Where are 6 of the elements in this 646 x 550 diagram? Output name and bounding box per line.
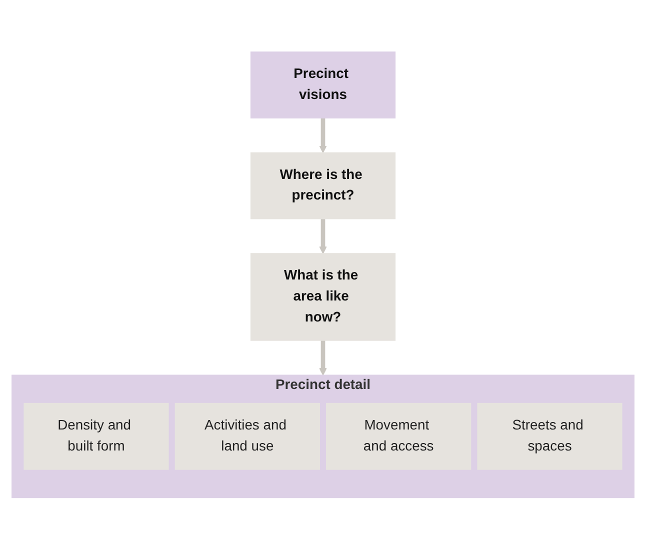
node-box: Precinct visions <box>250 52 396 119</box>
node-box: Where is the precinct? <box>250 152 396 220</box>
arrow <box>319 218 327 254</box>
arrow <box>319 118 327 154</box>
arrow <box>319 340 327 376</box>
node-box: What is the area like now? <box>250 253 396 342</box>
